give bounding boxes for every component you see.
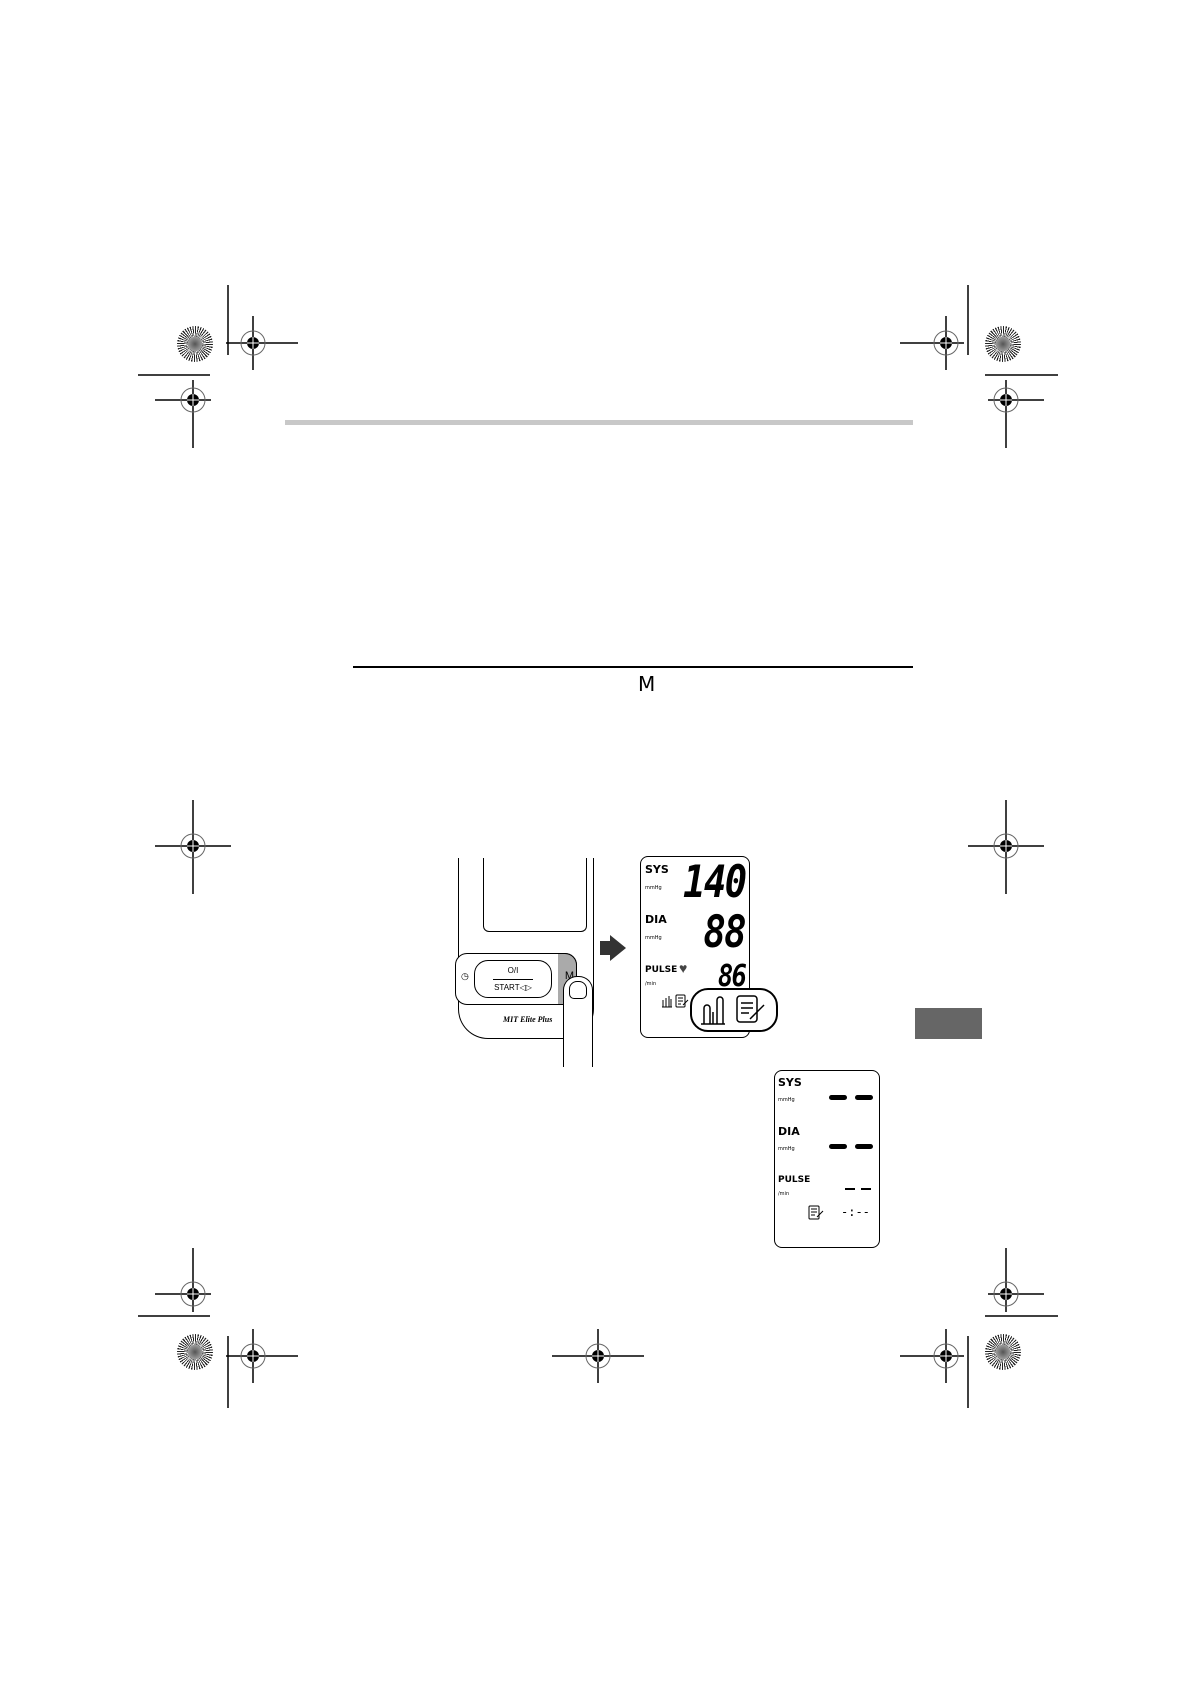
- pulse-dash: [861, 1188, 871, 1190]
- memory-bar-icon-enlarged: [701, 996, 725, 1025]
- arrow-right-icon: [610, 935, 626, 961]
- sys-unit: mmHg: [778, 1097, 795, 1103]
- device-screen: [483, 858, 587, 932]
- sys-label: SYS: [778, 1076, 802, 1089]
- dia-unit: mmHg: [645, 935, 662, 941]
- dia-unit: mmHg: [778, 1146, 795, 1152]
- icon-callout-bubble: [690, 988, 778, 1032]
- dia-value: 88: [703, 907, 746, 958]
- start-label: START◁▷: [494, 983, 532, 992]
- sys-unit: mmHg: [645, 885, 662, 891]
- pulse-unit: /min: [778, 1191, 790, 1197]
- notepad-pen-icon: [675, 994, 689, 1008]
- notepad-pen-icon-enlarged: [736, 995, 765, 1023]
- header-bar: [285, 420, 913, 425]
- color-registration-star-bottom-left: [177, 1334, 213, 1370]
- pulse-label: PULSE: [778, 1175, 811, 1185]
- color-registration-star-top-left: [177, 326, 213, 362]
- time-placeholder: -:--: [841, 1205, 870, 1219]
- finger-nail: [569, 981, 587, 999]
- button-panel: ◷ O/I START◁▷ M: [455, 953, 577, 1005]
- registration-target-icons: [155, 316, 1044, 1383]
- sys-label: SYS: [645, 863, 669, 876]
- lcd-display-empty-memory: SYS mmHg DIA mmHg PULSE /min -:--: [774, 1070, 880, 1248]
- pulse-dash: [845, 1188, 855, 1190]
- memory-key-label: M: [564, 970, 574, 982]
- chapter-tab: [915, 1008, 982, 1039]
- dia-dash: [829, 1144, 847, 1149]
- start-button: O/I START◁▷: [474, 960, 552, 998]
- sys-dash: [829, 1095, 847, 1100]
- heart-icon: ♥: [679, 960, 688, 976]
- pulse-unit: /min: [645, 981, 657, 987]
- section-divider: [353, 666, 913, 668]
- power-label: O/I: [507, 966, 519, 975]
- memory-bar-icon: [662, 996, 672, 1008]
- pulse-label: PULSE: [645, 965, 678, 975]
- sys-value: 140: [682, 857, 747, 908]
- brand-label: MIT Elite Plus: [503, 1015, 553, 1024]
- dia-dash: [855, 1144, 873, 1149]
- dia-label: DIA: [645, 913, 667, 926]
- dia-label: DIA: [778, 1125, 800, 1138]
- color-registration-star-top-right: [985, 326, 1021, 362]
- color-registration-star-bottom-right: [985, 1334, 1021, 1370]
- blood-pressure-monitor-illustration: ◷ O/I START◁▷ M MIT Elite Plus: [455, 858, 594, 1039]
- timer-icon: ◷: [461, 971, 469, 981]
- notepad-pen-icon: [808, 1205, 824, 1220]
- sys-dash: [855, 1095, 873, 1100]
- arrow-right-icon-stem: [600, 941, 612, 955]
- memory-button-symbol: M: [638, 672, 656, 696]
- finger-pressing-icon: [563, 976, 593, 1067]
